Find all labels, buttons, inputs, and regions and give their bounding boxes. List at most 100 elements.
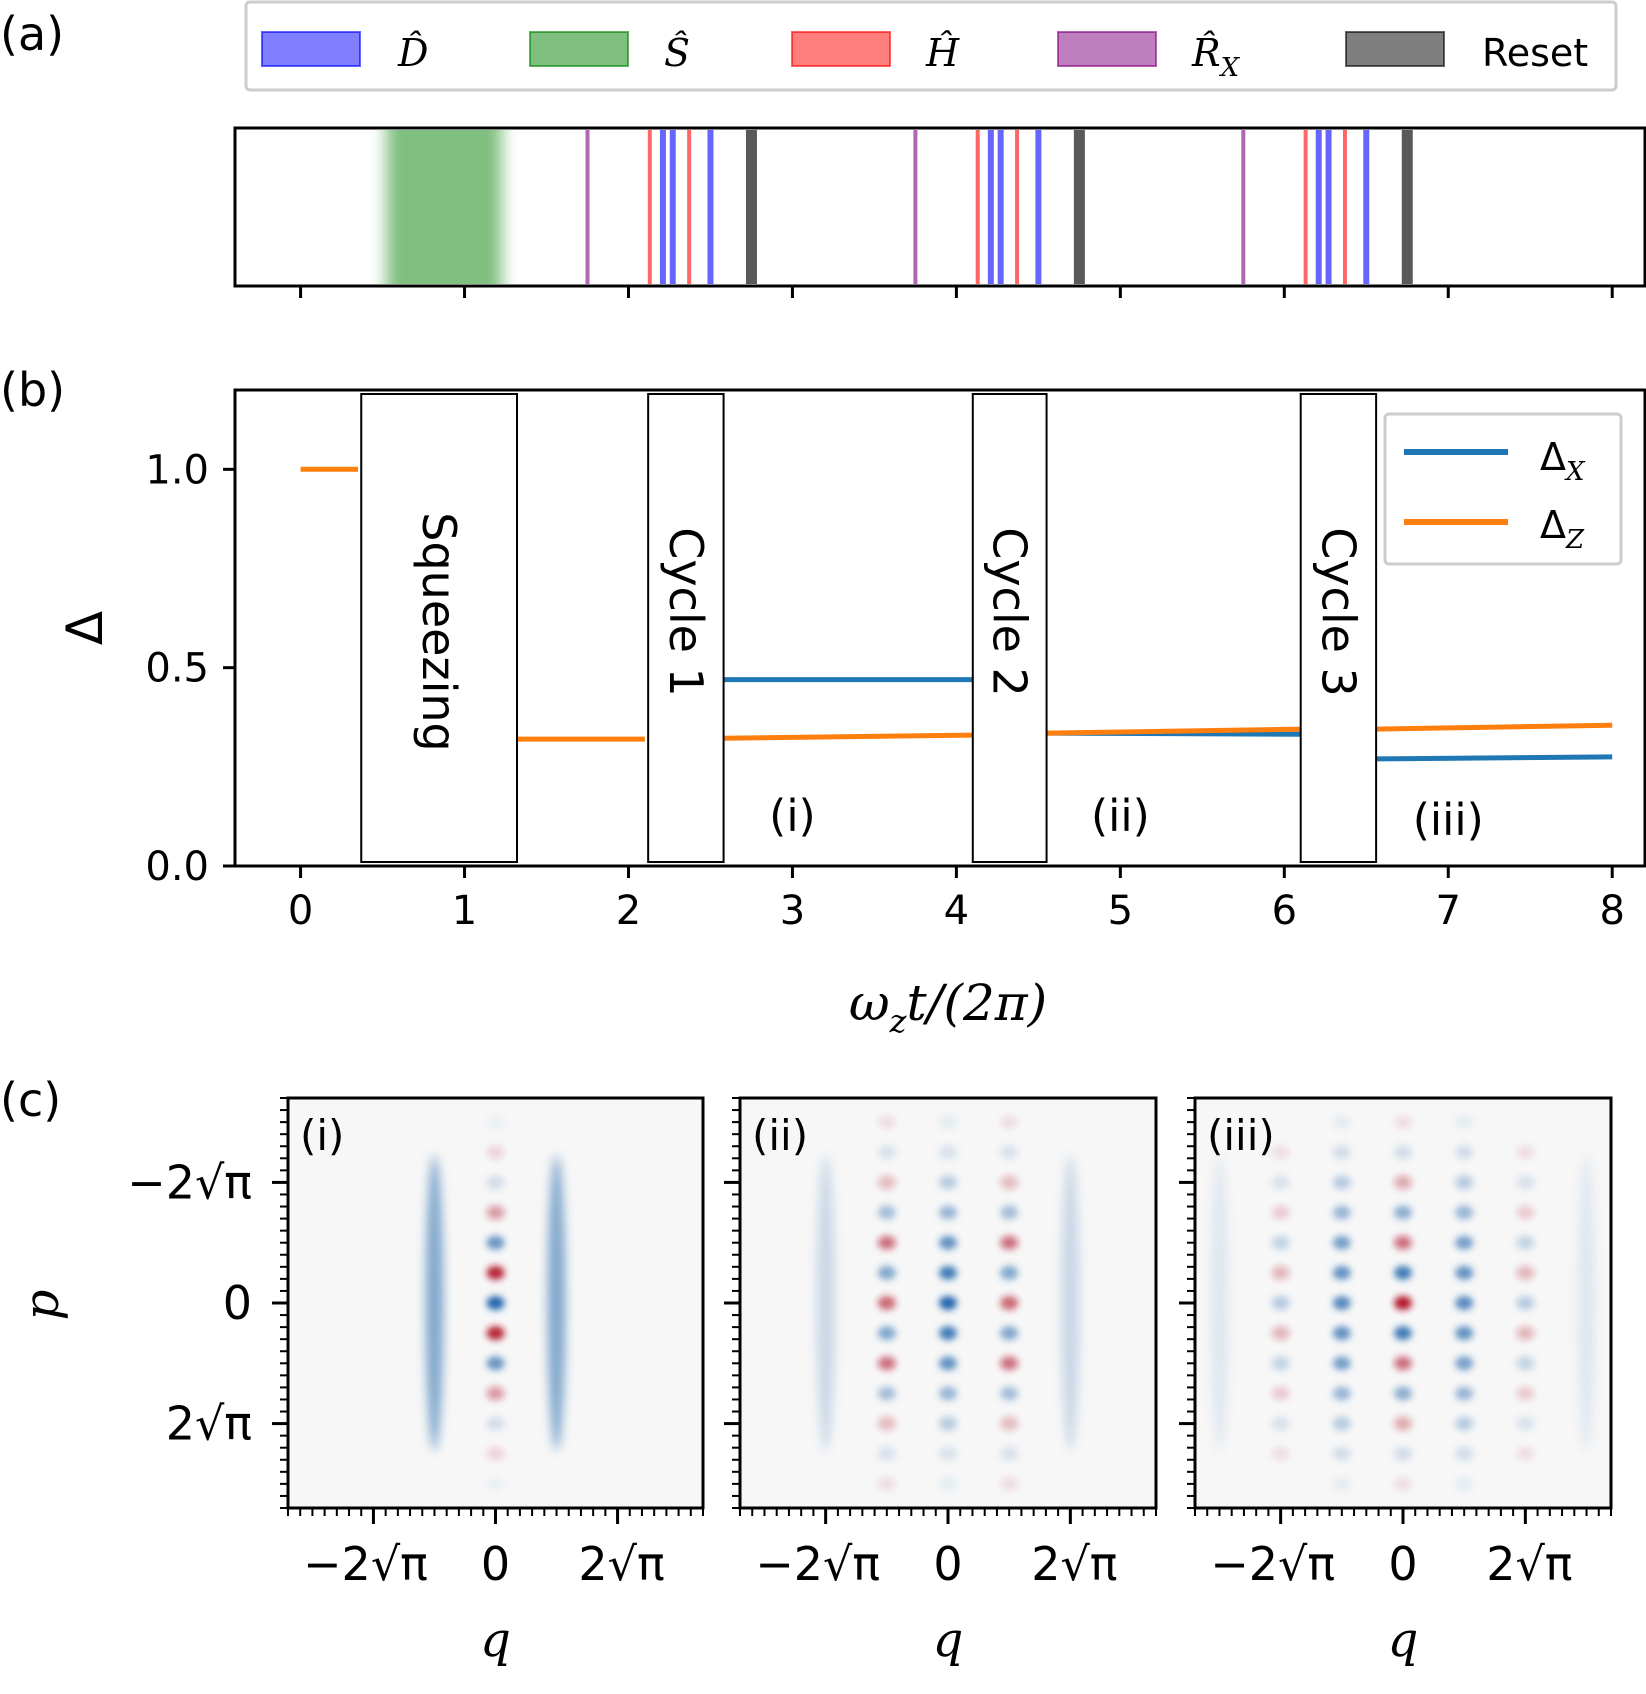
x-label-part-2: t/(2π) — [907, 974, 1048, 1032]
stage-label-3: Cycle 3 — [1311, 527, 1365, 697]
wigner-peak-2-2-7 — [1332, 1265, 1351, 1280]
wigner-peak-1-3-5 — [1000, 1326, 1019, 1341]
stage-box-3 — [1299, 393, 1378, 863]
wigner-xtick-label-1: 0 — [481, 1537, 510, 1591]
pulse-d-3 — [669, 130, 676, 284]
legend-label-D: D̂ — [397, 31, 428, 75]
pulse-h-1 — [647, 130, 652, 284]
wigner-peak-1-3-4 — [1000, 1356, 1019, 1371]
wigner-peak-2-1-5 — [1271, 1296, 1290, 1310]
wigner-peak-0-1-8 — [486, 1235, 505, 1250]
wigner-peak-2-3-12 — [1394, 1115, 1412, 1130]
wigner-peak-2-5-6 — [1516, 1265, 1535, 1280]
delta-axes-frame — [233, 388, 1646, 868]
x-tick-label-4: 4 — [944, 888, 969, 934]
wigner-peak-1-3-2 — [1000, 1416, 1019, 1431]
wigner-peak-0-1-4 — [486, 1356, 505, 1371]
legend-label-S: Ŝ — [664, 31, 690, 75]
wigner-ytick-label-2: −2√π — [127, 1155, 252, 1209]
wigner-peak-2-2-8 — [1332, 1235, 1351, 1250]
panel-label-c: (c) — [0, 1073, 61, 1127]
stage-annotation-0: (i) — [769, 790, 816, 841]
wigner-peak-0-1-7 — [486, 1265, 505, 1280]
wigner-peak-2-1-2 — [1271, 1386, 1290, 1401]
wigner-peak-2-2-0 — [1332, 1476, 1351, 1491]
wigner-envelope-1-0 — [816, 1155, 835, 1451]
wigner-peak-0-1-12 — [486, 1115, 505, 1130]
wigner-peak-2-5-1 — [1516, 1416, 1535, 1431]
wigner-peak-2-4-3 — [1455, 1386, 1474, 1401]
wigner-peak-2-4-4 — [1455, 1356, 1474, 1371]
x-label-part-1: z — [889, 1002, 908, 1040]
wigner-peak-2-3-0 — [1394, 1476, 1412, 1491]
wigner-peak-2-2-4 — [1332, 1356, 1351, 1371]
wigner-peak-1-1-11 — [877, 1145, 896, 1160]
wigner-xtick-label-0: −2√π — [755, 1537, 880, 1591]
wigner-peak-1-2-9 — [939, 1205, 957, 1220]
delta-legend-frame — [1383, 412, 1623, 566]
x-tick-label-5: 5 — [1108, 888, 1133, 934]
wigner-blobs-1 — [816, 1115, 1080, 1491]
wigner-ytick-label-0: 2√π — [166, 1397, 252, 1451]
wigner-peak-1-2-6 — [939, 1296, 957, 1310]
delta-x-axis-label: ωzt/(2π) — [849, 974, 1047, 1040]
pulse-reset-6 — [745, 130, 757, 284]
wigner-peak-2-3-4 — [1394, 1356, 1412, 1371]
stage-box-1 — [647, 393, 725, 863]
wigner-peak-2-4-1 — [1455, 1446, 1474, 1461]
x-tick-label-1: 1 — [452, 888, 477, 934]
wigner-peak-2-4-8 — [1455, 1235, 1474, 1250]
wigner-peak-1-2-1 — [939, 1446, 957, 1461]
wigner-peak-1-3-3 — [1000, 1386, 1019, 1401]
legend-swatch-reset — [1345, 31, 1445, 67]
pulse-d-2 — [659, 130, 666, 284]
wigner-xtick-label-0: −2√π — [1210, 1537, 1335, 1591]
wigner-peak-2-3-7 — [1394, 1265, 1412, 1280]
wigner-peak-1-3-7 — [1000, 1265, 1019, 1280]
squeeze-region — [386, 130, 502, 284]
y-tick-label-0: 0.0 — [145, 844, 209, 890]
wigner-peak-2-3-5 — [1394, 1326, 1412, 1341]
wigner-peak-1-3-8 — [1000, 1235, 1019, 1250]
wigner-peak-2-4-11 — [1455, 1145, 1474, 1160]
stage-label-2: Cycle 2 — [983, 527, 1037, 697]
delta-y-ticks: 0.00.51.0 — [145, 447, 235, 890]
pulse-d-17 — [1325, 130, 1332, 284]
wigner-peak-0-1-10 — [486, 1175, 505, 1190]
wigner-peak-2-4-5 — [1455, 1326, 1474, 1341]
x-tick-label-2: 2 — [616, 888, 641, 934]
wigner-peak-2-2-5 — [1332, 1326, 1351, 1341]
wigner-peak-1-3-1 — [1000, 1446, 1019, 1461]
delta-series — [300, 466, 1613, 762]
wigner-peak-1-1-4 — [877, 1356, 896, 1371]
wigner-peak-1-2-7 — [939, 1265, 957, 1280]
panel-label-b: (b) — [0, 363, 65, 417]
wigner-peak-1-2-10 — [939, 1175, 957, 1190]
pulse-d-19 — [1363, 130, 1370, 284]
wigner-peak-2-1-3 — [1271, 1356, 1290, 1371]
delta-y-axis-label: Δ — [56, 611, 114, 645]
gate-timeline — [233, 126, 1646, 298]
wigner-peak-2-4-2 — [1455, 1416, 1474, 1431]
wigner-peak-1-1-8 — [877, 1235, 896, 1250]
wigner-envelope-2-0 — [1210, 1155, 1229, 1451]
pulse-group — [585, 130, 1413, 284]
wigner-tag-0: (i) — [300, 1111, 344, 1160]
wigner-xtick-label-2: 2√π — [1486, 1537, 1572, 1591]
wigner-peak-2-1-1 — [1271, 1416, 1290, 1431]
wigner-peak-2-1-10 — [1271, 1145, 1290, 1160]
wigner-peak-2-5-8 — [1516, 1205, 1535, 1220]
pulse-d-16 — [1315, 130, 1322, 284]
stage-label-1: Cycle 1 — [659, 527, 713, 697]
pulse-h-8 — [975, 130, 980, 284]
legend-swatch-R — [1057, 31, 1157, 67]
wigner-peak-2-4-7 — [1455, 1265, 1474, 1280]
x-tick-label-3: 3 — [780, 888, 805, 934]
legend-label-reset: Reset — [1482, 31, 1588, 75]
wigner-peak-2-5-2 — [1516, 1386, 1535, 1401]
